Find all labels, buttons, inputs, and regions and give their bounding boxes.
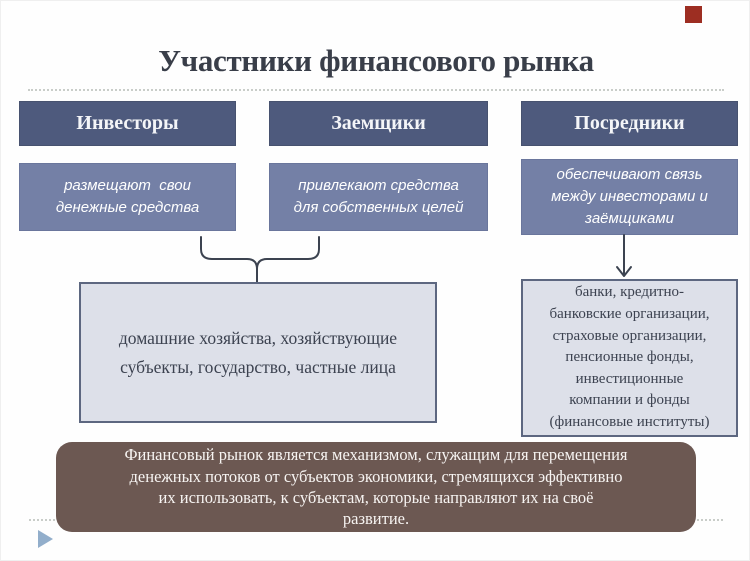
page-title: Участники финансового рынка xyxy=(158,43,594,78)
title-divider xyxy=(28,89,724,91)
definition-box: Финансовый рынок является механизмом, сл… xyxy=(56,442,696,532)
brace-connector xyxy=(200,236,320,284)
accent-square-icon xyxy=(685,6,702,23)
down-arrow-icon xyxy=(616,234,632,277)
header-investors: Инвесторы xyxy=(19,101,236,146)
connector-lines xyxy=(200,234,632,284)
header-borrowers: Заемщики xyxy=(269,101,488,146)
play-triangle-icon xyxy=(38,530,53,548)
header-intermediaries: Посредники xyxy=(521,101,738,146)
intermediaries-group-box: банки, кредитно-банковские организации,с… xyxy=(521,279,738,437)
